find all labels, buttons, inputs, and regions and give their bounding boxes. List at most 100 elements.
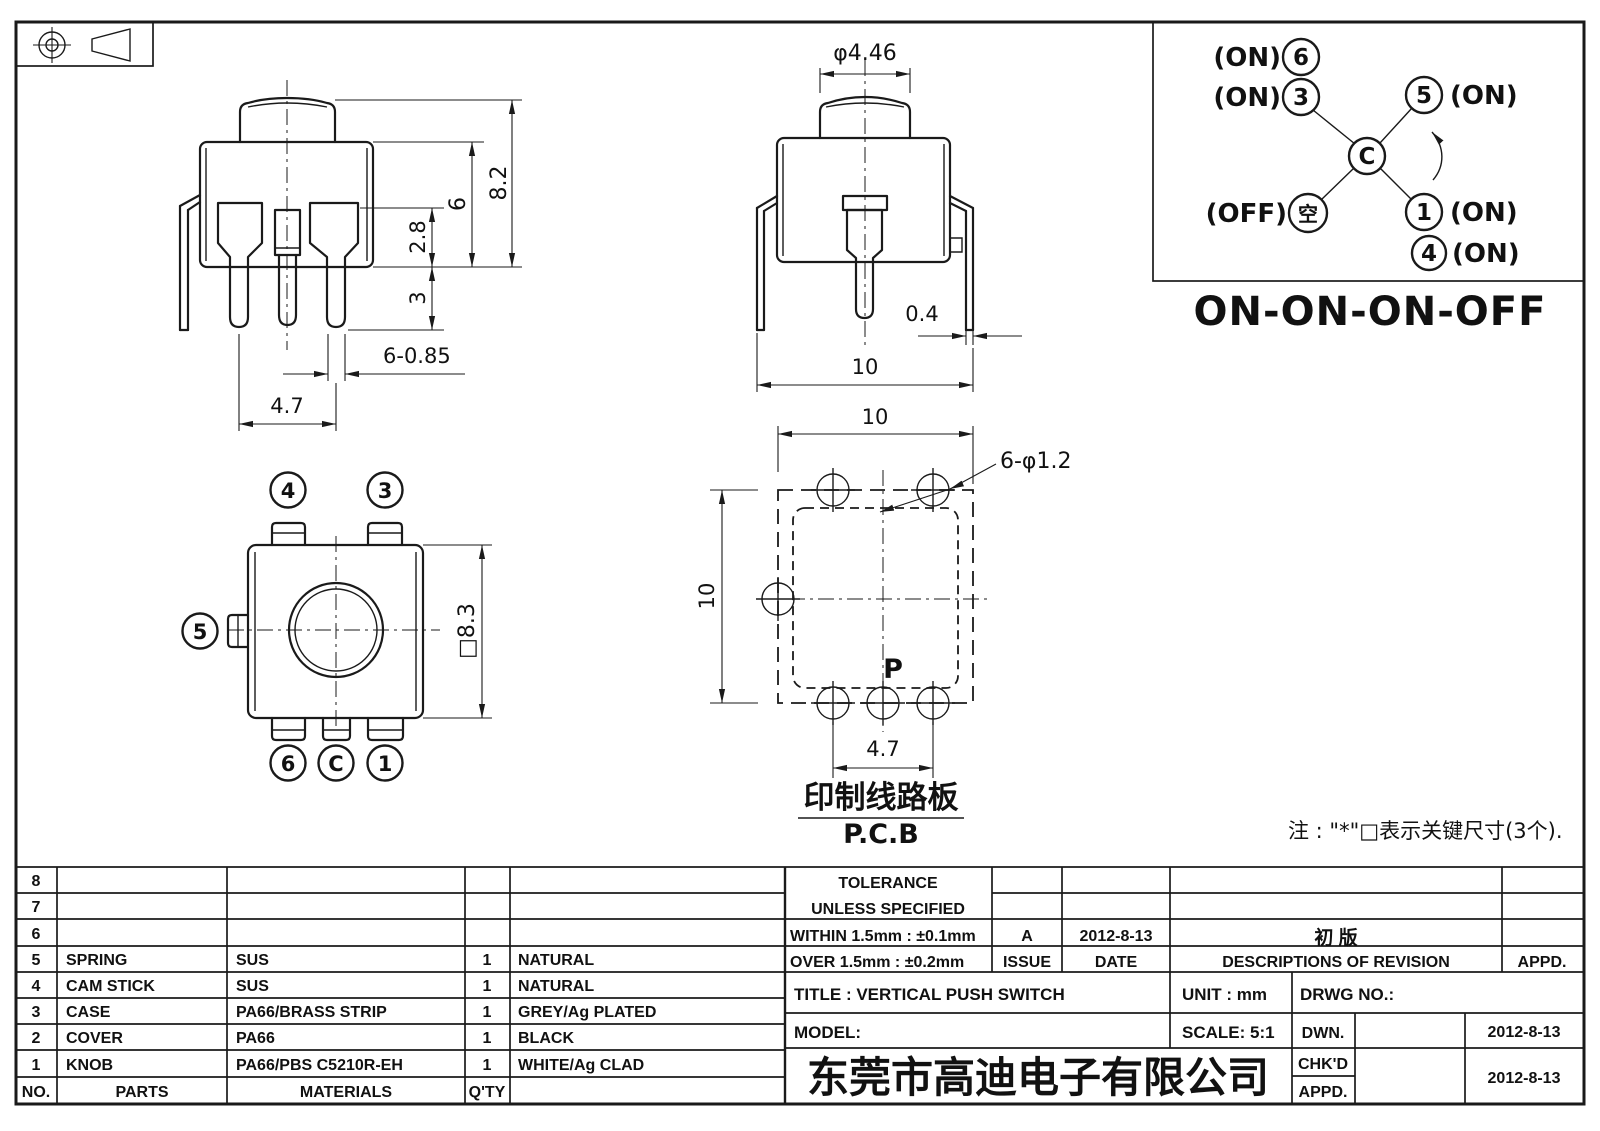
tab-6: [270, 716, 307, 742]
dim-label: 10: [695, 583, 719, 610]
dim-total-height: 8.2: [335, 99, 522, 268]
tab-3: [366, 521, 404, 547]
dim-shoulder: 2.8: [360, 207, 444, 267]
state-on-6: (ON): [1213, 43, 1281, 73]
issue-label: ISSUE: [1003, 954, 1051, 971]
knob-outline: [818, 95, 912, 140]
dim-label: 10: [852, 355, 879, 379]
header-qty: Q'TY: [469, 1084, 506, 1101]
pcb-label-cn: 印制线路板: [804, 780, 959, 816]
pin-center: [841, 194, 889, 320]
parts-table: 8 7 6 5 SPRING SUS 1 NATURAL 4 CAM STICK…: [22, 873, 657, 1101]
rotation-arrow-icon: [1431, 131, 1444, 181]
tab-c: [321, 716, 352, 742]
chkd-label: CHK'D: [1298, 1056, 1348, 1073]
pin-badge-6-label: 6: [281, 752, 296, 776]
dim-knob-dia: φ4.46: [819, 41, 911, 93]
pin-right: [308, 201, 360, 329]
state-off: (OFF): [1206, 199, 1287, 229]
dim-label: 6-0.85: [383, 344, 451, 368]
row-part: CAM STICK: [66, 978, 155, 995]
pin-center: [273, 208, 302, 327]
pcb-label-en: P.C.B: [843, 819, 919, 850]
dim-leg-width: 0.4: [905, 302, 1022, 345]
date-label: DATE: [1095, 954, 1138, 971]
drawing-title: TITLE : VERTICAL PUSH SWITCH: [794, 985, 1065, 1004]
knob-circle: [287, 581, 385, 679]
issue-value: A: [1021, 928, 1033, 945]
appd-label: APPD.: [1518, 954, 1567, 971]
dim-pin-length: 3: [348, 267, 444, 331]
dim-pcb-width: 10: [777, 405, 974, 484]
dim-label: 4.7: [866, 737, 899, 761]
unit-label: UNIT : mm: [1182, 985, 1267, 1004]
dim-pcb-height: 10: [695, 489, 758, 704]
pin-badge-c: [317, 744, 355, 782]
drwg-no-label: DRWG NO.:: [1300, 985, 1394, 1004]
knob-outline: [238, 96, 337, 144]
key-dimension-note: 注 : "*"□表示关键尺寸(3个).: [1288, 819, 1563, 843]
terminal-5-label: 5: [1416, 83, 1432, 109]
terminal-4: [1410, 234, 1448, 272]
case-outline: [775, 136, 952, 264]
row-material: SUS: [236, 978, 269, 995]
pin-badge-5-label: 5: [193, 620, 208, 644]
row-material: PA66/BRASS STRIP: [236, 1004, 387, 1021]
row-qty: 1: [483, 978, 492, 995]
row-no: 7: [32, 899, 41, 916]
front-view: 8.2 6 2.8 3 6-0.85: [178, 80, 522, 431]
switch-mode-title: ON-ON-ON-OFF: [1194, 289, 1547, 335]
terminal-3-label: 3: [1293, 85, 1309, 111]
row-no: 3: [32, 1004, 41, 1021]
tab-5: [226, 613, 250, 649]
terminal-common: [1347, 136, 1387, 176]
chkd-date: 2012-8-13: [1488, 1070, 1561, 1087]
row-no: 8: [32, 873, 41, 890]
terminal-3: [1281, 77, 1321, 117]
appd2-label: APPD.: [1299, 1084, 1348, 1101]
projection-symbol-icon: [15, 21, 154, 67]
row-part: KNOB: [66, 1057, 113, 1074]
state-on-1: (ON): [1450, 198, 1518, 228]
terminal-6-label: 6: [1293, 45, 1309, 71]
pcb-p-label: P: [883, 654, 903, 685]
terminal-empty-label: 空: [1298, 202, 1318, 226]
terminal-5: [1404, 75, 1444, 115]
dim-pin-pitch: 4.7: [238, 334, 337, 431]
row-finish: GREY/Ag PLATED: [518, 1004, 656, 1021]
terminal-empty: [1287, 192, 1329, 234]
revision-label: DESCRIPTIONS OF REVISION: [1222, 954, 1450, 971]
circuit-box: [1152, 21, 1585, 282]
revision-value: 初 版: [1314, 926, 1357, 949]
company-name: 东莞市高迪电子有限公司: [807, 1054, 1269, 1101]
pin-badge-1: [366, 744, 404, 782]
pin-badge-5: [181, 612, 219, 650]
tolerance-over: OVER 1.5mm : ±0.2mm: [790, 954, 964, 971]
row-qty: 1: [483, 1030, 492, 1047]
pin-badge-3: [366, 471, 404, 509]
row-no: 1: [32, 1057, 41, 1074]
dim-label: 3: [406, 291, 430, 304]
sheet-border: [14, 20, 1586, 1106]
row-part: CASE: [66, 1004, 111, 1021]
case-outline: [198, 140, 375, 269]
tolerance-within: WITHIN 1.5mm : ±0.1mm: [790, 928, 976, 945]
row-finish: NATURAL: [518, 952, 594, 969]
header-parts: PARTS: [115, 1084, 168, 1101]
pin-badge-6: [269, 744, 307, 782]
dim-body-width: 10: [756, 333, 974, 392]
pin-badge-3-label: 3: [378, 479, 393, 503]
row-material: PA66: [236, 1030, 275, 1047]
dim-label: □8.3: [455, 603, 480, 659]
pcb-view: 10 10 6-φ1.2 4.7 P 印制线路板 P.C.B: [695, 405, 1071, 850]
row-qty: 1: [483, 1057, 492, 1074]
dim-body-size: □8.3: [423, 544, 492, 719]
dim-label: 2.8: [406, 220, 430, 253]
switch-footprint: [792, 507, 959, 689]
terminal-4-label: 4: [1421, 241, 1437, 267]
terminal-1: [1404, 192, 1444, 232]
header-no: NO.: [22, 1084, 50, 1101]
pin-badge-4: [269, 471, 307, 509]
date-value: 2012-8-13: [1080, 928, 1153, 945]
row-part: SPRING: [66, 952, 127, 969]
